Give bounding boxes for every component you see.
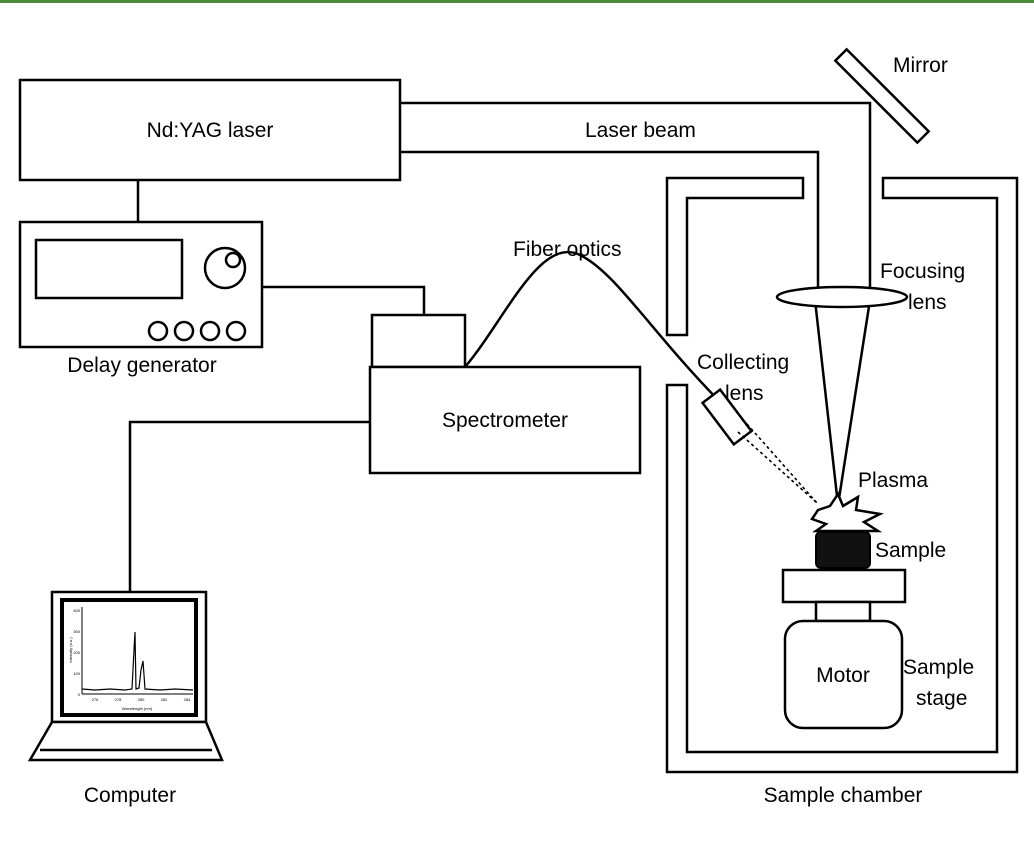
screen-xtick: 284 (184, 697, 191, 702)
delay-buttons (147, 320, 247, 342)
header-rule (0, 0, 1034, 3)
screen-ytick: 200 (73, 650, 80, 655)
delay-spectrometer-cable (262, 285, 426, 315)
mirror-icon (833, 47, 931, 145)
collecting-lens-label-1: Collecting (697, 351, 789, 374)
sample-stage-label-2: stage (916, 687, 967, 710)
fiber-optics (464, 251, 721, 403)
motor-label: Motor (816, 664, 870, 687)
screen-xtick: 280 (138, 697, 145, 702)
screen-xtick: 282 (161, 697, 168, 702)
screen-xtick: 278 (115, 697, 122, 702)
delay-generator-label: Delay generator (67, 354, 216, 377)
screen-ytick: 100 (73, 671, 80, 676)
laser-beam (400, 101, 872, 290)
sample-label: Sample (875, 539, 946, 562)
sample-stage-label-1: Sample (903, 656, 974, 679)
plasma-label: Plasma (858, 469, 928, 492)
screen-ytick: 400 (73, 608, 80, 613)
mirror-label: Mirror (893, 54, 948, 77)
screen-ytick: 0 (78, 692, 81, 697)
screen-ylabel: Intensity (a.u.) (68, 637, 73, 663)
collection-cone (737, 423, 818, 504)
motor-box (783, 619, 904, 730)
focusing-lens-label-2: lens (908, 291, 947, 314)
spectrometer-label: Spectrometer (442, 409, 568, 432)
plasma-burst-icon (810, 491, 884, 533)
screen-xtick: 276 (92, 697, 99, 702)
stage-plate (781, 568, 907, 604)
collecting-lens-icon (700, 387, 754, 447)
laser-box (18, 78, 402, 182)
laptop-icon (27, 590, 224, 762)
laser-label: Nd:YAG laser (147, 119, 274, 142)
computer-label: Computer (84, 784, 176, 807)
stage-shaft (814, 600, 872, 623)
fiber-optics-label: Fiber optics (513, 238, 622, 261)
sample-block (815, 531, 871, 569)
screen-spectrum-chart: Intensity (a.u.) Wavelength (nm) 0 100 2… (68, 607, 194, 711)
laser-beam-label: Laser beam (585, 119, 696, 142)
sample-chamber-label: Sample chamber (764, 784, 923, 807)
focusing-beam (813, 299, 872, 506)
spectrometer-computer-cable (128, 420, 370, 592)
focusing-lens-icon (775, 285, 909, 309)
spectrometer-detector (370, 313, 467, 369)
focusing-lens-label-1: Focusing (880, 260, 965, 283)
delay-display (34, 238, 184, 300)
screen-xlabel: Wavelength (nm) (122, 706, 153, 711)
knob-icon (203, 246, 247, 290)
sample-chamber-walls (665, 176, 1019, 774)
spectrometer-box (368, 365, 642, 475)
collecting-lens-label-2: lens (725, 382, 764, 405)
screen-ytick: 300 (73, 629, 80, 634)
